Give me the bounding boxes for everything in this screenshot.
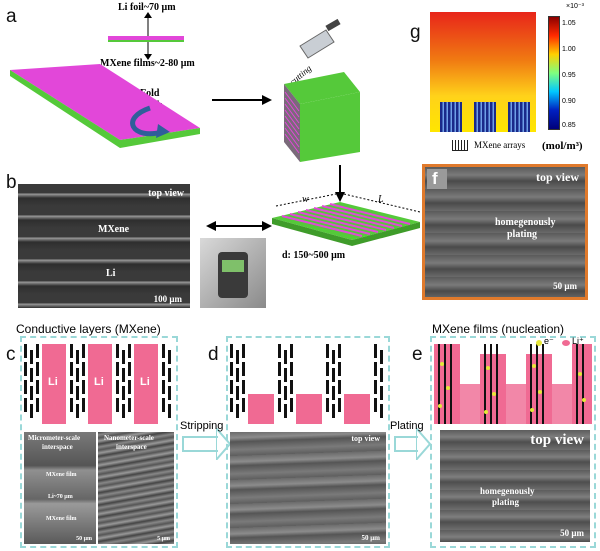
- fold-label: Fold: [140, 88, 160, 99]
- legend-mxene-arrays: MXene arrays: [474, 140, 526, 150]
- caliper-photo: [200, 238, 266, 308]
- panel-a-label: a: [6, 6, 17, 27]
- mxene-array-1: [440, 102, 462, 132]
- flat-plate: [272, 193, 421, 246]
- homogeneous-e: homegenously: [480, 486, 535, 496]
- top-view-label: top view: [148, 188, 184, 199]
- mxene-array-2: [474, 102, 496, 132]
- panel-e-schematic: [434, 344, 592, 426]
- li-block-1: Li: [48, 376, 58, 388]
- dim-w: w: [302, 194, 309, 205]
- micro-title-2: interspace: [42, 443, 73, 451]
- panel-b-label: b: [6, 172, 17, 193]
- stripping-arrow-head: [216, 428, 232, 460]
- plating-f: plating: [507, 229, 538, 240]
- plating-arrow-head: [416, 428, 432, 460]
- panel-e-label: e: [412, 344, 423, 365]
- thickness-label: d: 150~500 μm: [282, 250, 346, 261]
- long-strip: [10, 64, 200, 148]
- scale-bar-f: 50 μm: [553, 281, 577, 291]
- li-foil-sample: [108, 12, 184, 60]
- stripping-label: Stripping: [180, 420, 224, 432]
- conductive-layers-title: Conductive layers (MXene): [16, 322, 161, 336]
- top-view-f: top view: [536, 170, 579, 184]
- colorbar-tick-0: 1.05: [562, 20, 576, 27]
- li-block-2: Li: [94, 376, 104, 388]
- li-label: Li: [106, 268, 116, 279]
- colorbar-tick-3: 0.90: [562, 98, 576, 105]
- panel-g-label: g: [410, 22, 421, 43]
- panel-d-label: d: [208, 344, 219, 365]
- li-block-3: Li: [140, 376, 150, 388]
- mxene-array-3: [508, 102, 530, 132]
- micro-title-1: Micrometer-scale: [28, 434, 81, 442]
- li-ion-legend: Li⁺: [572, 336, 584, 346]
- sem-image-c-nano: Nanometer-scale interspace 5 μm: [98, 432, 174, 544]
- panel-d-frame: [226, 336, 390, 548]
- colorbar-tick-4: 0.85: [562, 122, 576, 129]
- colorbar: [548, 16, 560, 130]
- colorbar-tick-2: 0.95: [562, 72, 576, 79]
- colorbar-tick-1: 1.00: [562, 46, 576, 53]
- plating-label: Plating: [390, 420, 424, 432]
- top-view-e: top view: [530, 432, 584, 448]
- sem-image-c-micro: Micrometer-scale interspace MXene film L…: [24, 432, 96, 544]
- stack-block: [284, 72, 360, 162]
- nano-title-1: Nanometer-scale: [104, 434, 154, 442]
- sem-image-b: top view MXene Li 100 μm: [18, 184, 190, 308]
- sem-image-d: top view 50 μm: [230, 432, 386, 544]
- panel-f-frame: f top view homegenously plating 50 μm: [422, 164, 588, 300]
- scale-bar-d: 50 μm: [361, 534, 380, 542]
- electron-legend-icon: [536, 340, 542, 346]
- plating-e: plating: [492, 497, 520, 507]
- mxene-films-nucleation-title: MXene films (nucleation): [432, 322, 565, 336]
- plating-arrow: [394, 436, 418, 452]
- li-foil-label: Li foil~70 μm: [118, 2, 176, 13]
- top-view-d: top view: [351, 434, 380, 443]
- mxene-film-1: MXene film: [46, 472, 77, 478]
- mxene-films-label: MXene films~2-80 μm: [100, 58, 195, 69]
- cleaver-icon: [299, 18, 341, 59]
- electron-legend: e⁻: [544, 336, 554, 346]
- scale-bar-e: 50 μm: [560, 528, 584, 538]
- stripping-arrow: [182, 436, 218, 452]
- caliper-display: [222, 260, 244, 272]
- panel-c-label: c: [6, 344, 16, 365]
- colorbar-exp: ×10⁻³: [566, 3, 584, 10]
- mxene-label: MXene: [98, 224, 130, 235]
- panel-f-label-box: f: [427, 169, 447, 189]
- panel-c-frame: [20, 336, 178, 548]
- sem-image-e: top view homegenously plating 50 μm: [440, 430, 590, 542]
- scale-bar-c1: 50 μm: [76, 536, 92, 542]
- homogeneous-f: homegenously: [495, 217, 556, 228]
- caliper-body: [218, 252, 248, 298]
- panel-e-frame: [430, 336, 596, 548]
- mxene-film-2: MXene film: [46, 516, 77, 522]
- panel-c-schematic: [24, 344, 171, 424]
- panel-f-label: f: [432, 169, 438, 188]
- li-thickness: Li~70 μm: [48, 494, 73, 500]
- scale-bar-b: 100 μm: [153, 294, 182, 304]
- legend-swatch: [452, 140, 468, 151]
- li-ion-legend-icon: [562, 340, 570, 346]
- scale-bar-c2: 5 μm: [157, 536, 170, 542]
- nano-title-2: interspace: [116, 443, 147, 451]
- panel-d-schematic: [230, 344, 383, 424]
- colorbar-unit: (mol/m³): [542, 140, 583, 152]
- dim-l: L: [378, 194, 384, 205]
- simulation-map: [430, 12, 536, 132]
